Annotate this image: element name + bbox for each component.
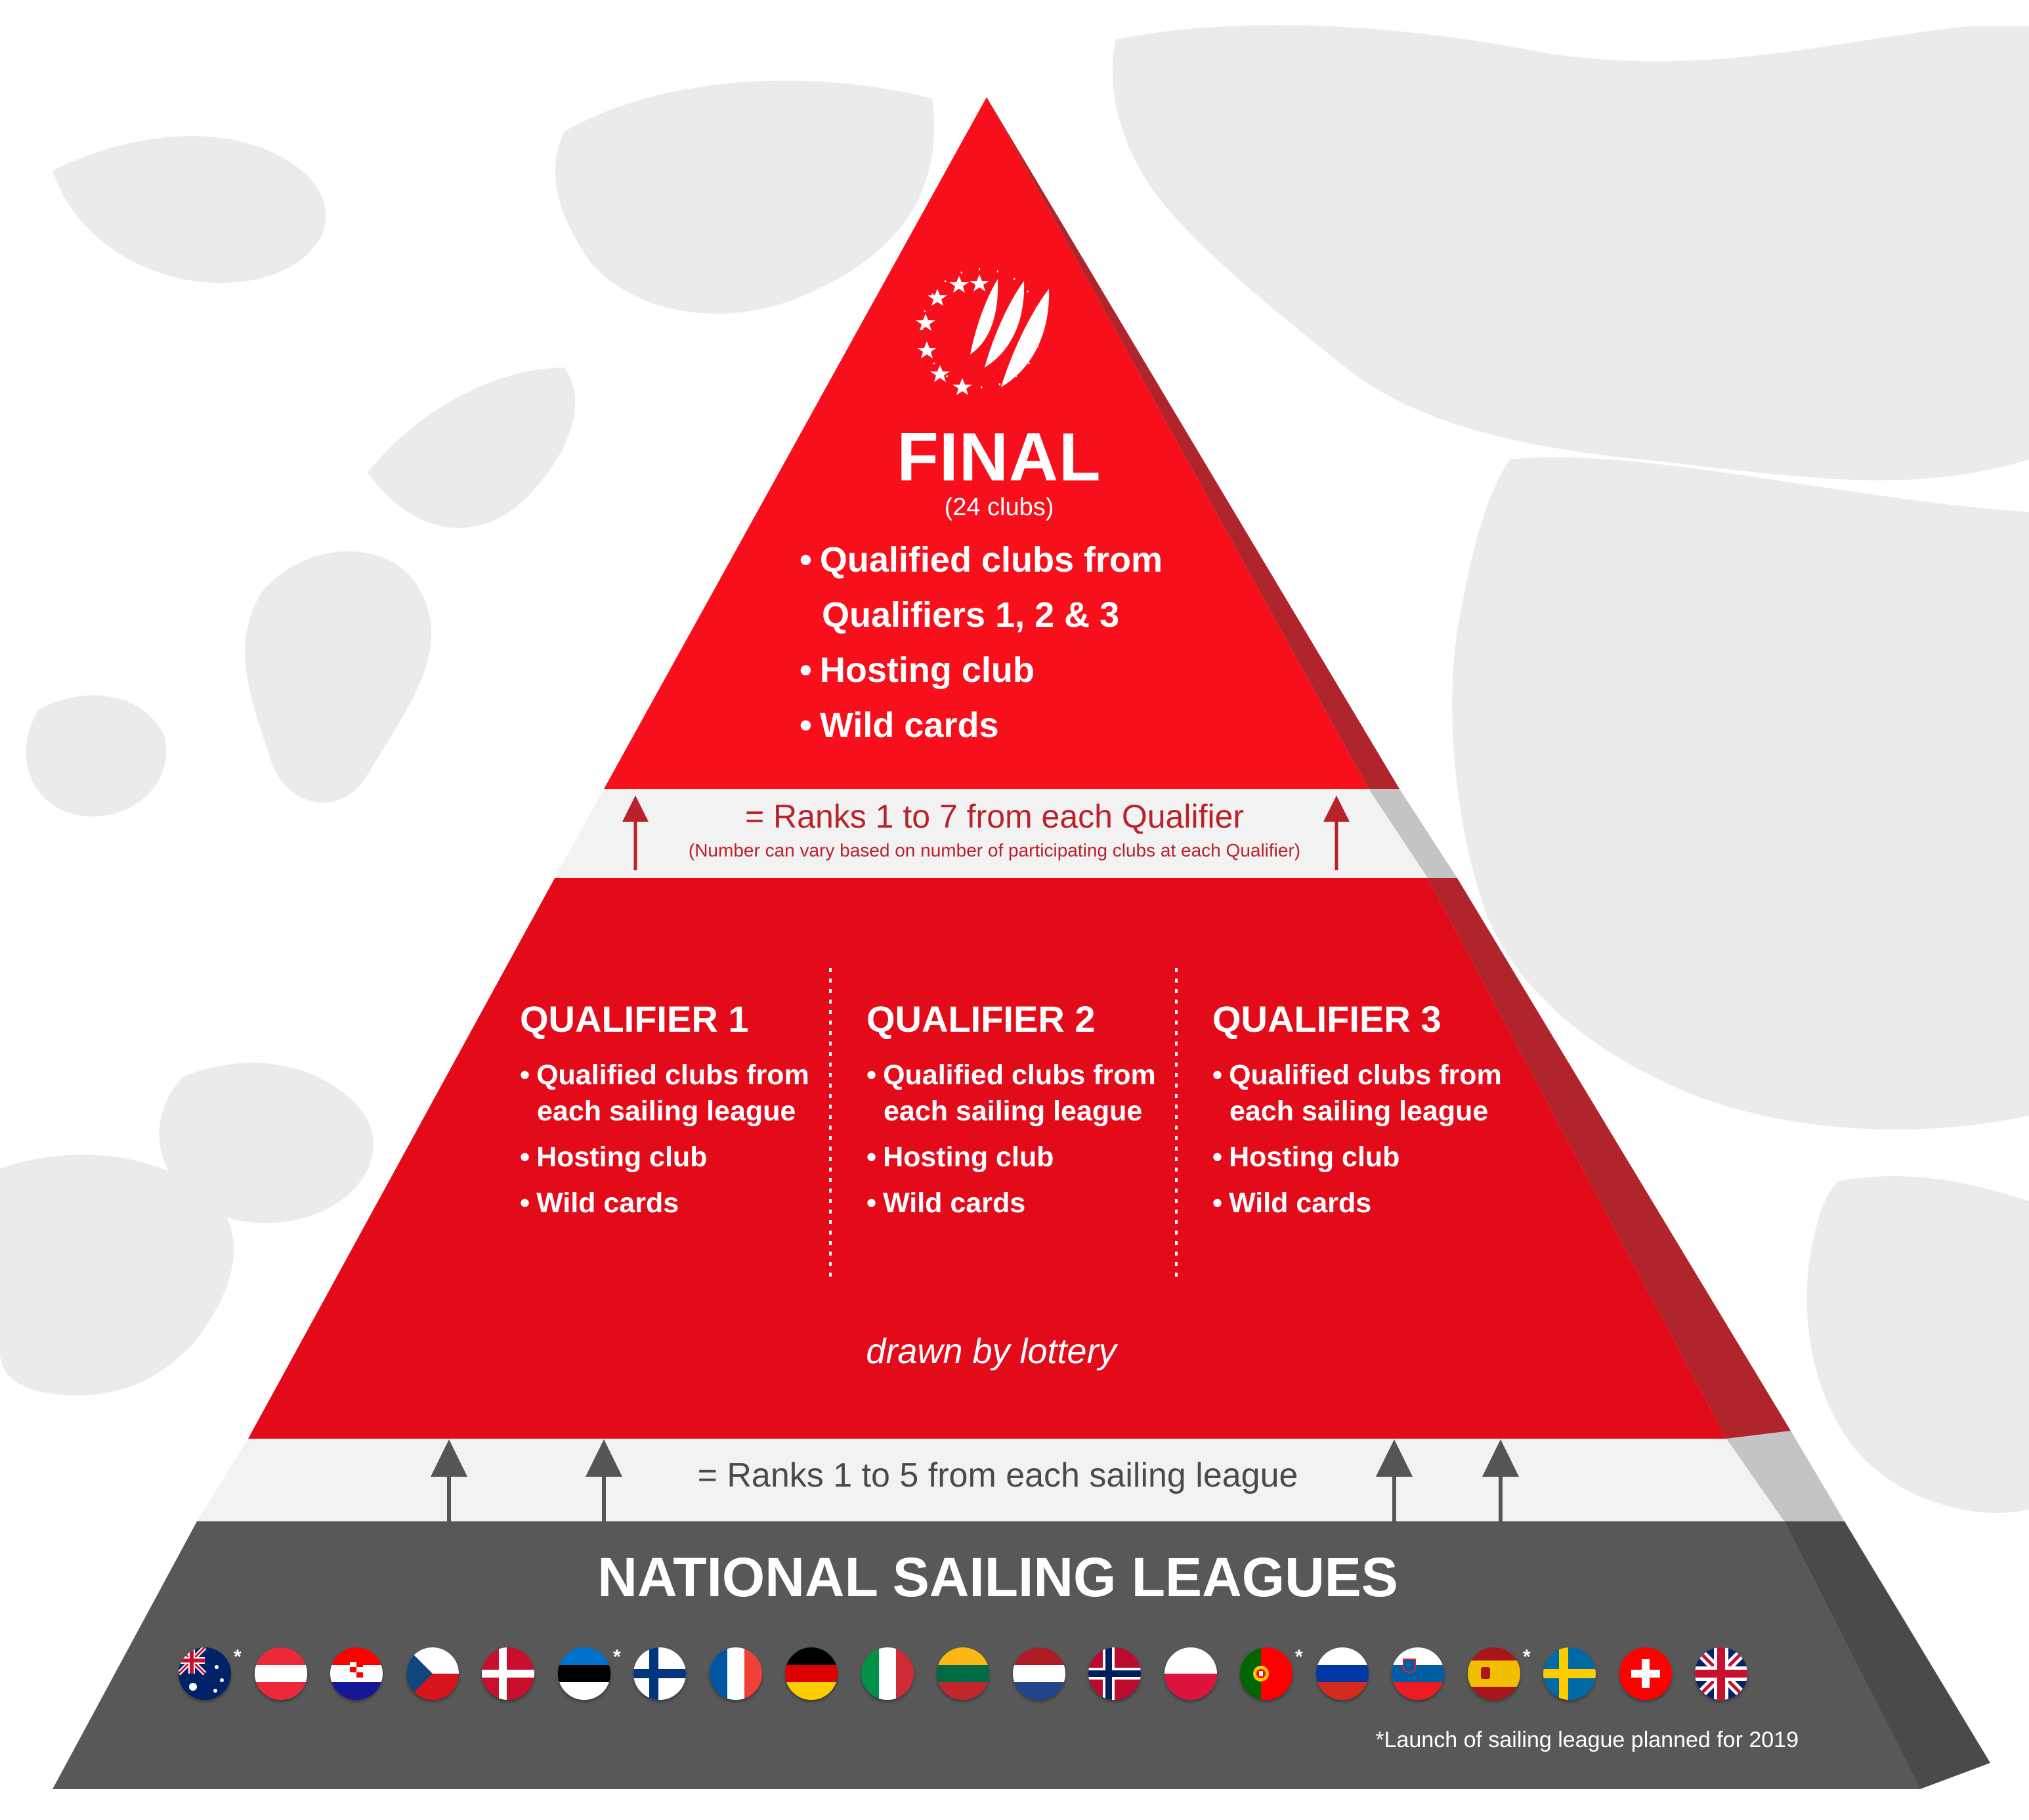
arrow-up-icon: [622, 795, 649, 870]
arrow-up-icon: [586, 1439, 622, 1521]
qualifier-bullet-text: Hosting club: [1229, 1141, 1400, 1173]
lottery-text: drawn by lottery: [866, 1332, 1117, 1371]
qualifier-bullet: •Qualified clubs from: [520, 1057, 809, 1093]
leagues-side-face: [1784, 1521, 1990, 1789]
sweden-flag-icon: [1543, 1647, 1596, 1700]
russia-flag-icon: [1316, 1647, 1369, 1700]
qualifier-bullet: •Qualified clubs from: [866, 1057, 1156, 1093]
germany-flag-icon: [785, 1647, 838, 1700]
final-bullet: •Qualified clubs from: [800, 540, 1163, 580]
slovenia-flag-icon: [1392, 1647, 1444, 1700]
final-side-face: [987, 97, 1399, 789]
bullet-mark: •: [1212, 1141, 1223, 1173]
planned-asterisk: *: [613, 1646, 621, 1668]
qualifier-tier: [248, 878, 1726, 1439]
qualifier-bullet-text: Wild cards: [536, 1187, 679, 1219]
qualifier-bullet-continuation: each sailing league: [1229, 1095, 1489, 1127]
finland-flag-icon: [633, 1647, 686, 1700]
leagues-title: NATIONAL SAILING LEAGUES: [597, 1546, 1398, 1608]
qualifier-bullet: •Hosting club: [520, 1139, 707, 1175]
italy-flag-icon: [861, 1647, 914, 1700]
qualifier-bullet: •Wild cards: [866, 1185, 1025, 1221]
qualifier-bullet-continuation: each sailing league: [537, 1095, 796, 1127]
bullet-mark: •: [866, 1141, 877, 1173]
qualifier-bullet: •Qualified clubs from: [1212, 1057, 1502, 1093]
bullet-mark: •: [800, 650, 812, 690]
connector-top-band: [555, 789, 1428, 878]
connector-top-note: (Number can vary based on number of part…: [688, 840, 1301, 860]
qualifier-bullet: •Wild cards: [1212, 1185, 1371, 1221]
final-bullet-text: Wild cards: [819, 706, 999, 745]
spain-flag-icon: [1468, 1647, 1520, 1700]
sailing-champions-league-logo-icon: [916, 268, 1050, 395]
qualifier-bullet-text: Hosting club: [536, 1141, 708, 1173]
bullet-mark: •: [520, 1187, 530, 1219]
arrow-up-icon: [431, 1439, 467, 1521]
final-bullet-text: Qualified clubs from: [819, 540, 1163, 580]
arrow-up-icon: [1482, 1439, 1519, 1521]
portugal-flag-icon: [1240, 1647, 1292, 1700]
qualifier-bullet: •Hosting club: [1212, 1139, 1399, 1175]
bullet-mark: •: [1212, 1187, 1223, 1219]
bullet-mark: •: [520, 1141, 530, 1173]
qualifier-bullet-text: Qualified clubs from: [883, 1059, 1156, 1091]
qualifier-bullet-text: Qualified clubs from: [1229, 1059, 1502, 1091]
final-subtitle: (24 clubs): [944, 494, 1054, 521]
planned-asterisk: *: [1295, 1646, 1303, 1668]
qualifier-bullet-continuation: each sailing league: [884, 1095, 1143, 1127]
bullet-mark: •: [800, 706, 812, 745]
qualifier-side-face: [1428, 878, 1791, 1439]
qualifier-bullet-text: Wild cards: [883, 1187, 1026, 1219]
bullet-mark: •: [866, 1187, 877, 1219]
leagues-footnote: *Launch of sailing league planned for 20…: [1375, 1727, 1799, 1752]
croatia-flag-icon: [330, 1647, 383, 1700]
planned-asterisk: *: [234, 1646, 242, 1668]
austria-flag-icon: [255, 1647, 307, 1700]
bullet-mark: •: [520, 1059, 530, 1091]
final-title: FINAL: [897, 419, 1101, 496]
final-bullet: •Hosting club: [800, 650, 1035, 690]
australia-flag-icon: [179, 1647, 231, 1700]
connector-bottom-text: = Ranks 1 to 5 from each sailing league: [697, 1456, 1298, 1494]
norway-flag-icon: [1088, 1647, 1141, 1700]
czech-flag-icon: [406, 1647, 459, 1700]
qualifier-bullet: •Hosting club: [866, 1139, 1054, 1175]
qualifier-bullet-text: Qualified clubs from: [536, 1059, 809, 1091]
qualifier-title: QUALIFIER 3: [1212, 998, 1442, 1040]
final-bullet: •Wild cards: [800, 705, 999, 746]
connector-top-side-face: [1369, 789, 1457, 878]
connector-bottom-side-face: [1726, 1431, 1845, 1521]
arrow-up-icon: [1376, 1439, 1413, 1521]
qualifier-bullet-text: Hosting club: [883, 1141, 1054, 1173]
estonia-flag-icon: [558, 1647, 610, 1700]
final-bullet-continuation: Qualifiers 1, 2 & 3: [822, 595, 1120, 635]
planned-asterisk: *: [1523, 1646, 1531, 1668]
connector-top-text: = Ranks 1 to 7 from each Qualifier: [744, 798, 1245, 835]
arrow-up-icon: [1323, 795, 1350, 870]
netherlands-flag-icon: [1013, 1647, 1065, 1700]
denmark-flag-icon: [482, 1647, 534, 1700]
qualifier-bullet-text: Wild cards: [1229, 1187, 1372, 1219]
bullet-mark: •: [800, 540, 812, 580]
final-bullet-text: Hosting club: [819, 650, 1035, 690]
bullet-mark: •: [866, 1059, 877, 1091]
poland-flag-icon: [1164, 1647, 1217, 1700]
qualifier-title: QUALIFIER 2: [866, 998, 1096, 1040]
uk-flag-icon: [1695, 1647, 1747, 1700]
qualifier-title: QUALIFIER 1: [520, 998, 749, 1040]
france-flag-icon: [710, 1647, 762, 1700]
switzerland-flag-icon: [1619, 1647, 1672, 1700]
final-tier: [604, 97, 1369, 789]
bullet-mark: •: [1212, 1059, 1223, 1091]
qualifier-bullet: •Wild cards: [520, 1185, 679, 1221]
leagues-tier: [53, 1521, 1920, 1789]
lithuania-flag-icon: [937, 1647, 989, 1700]
europe-map-icon: [0, 25, 2029, 1513]
